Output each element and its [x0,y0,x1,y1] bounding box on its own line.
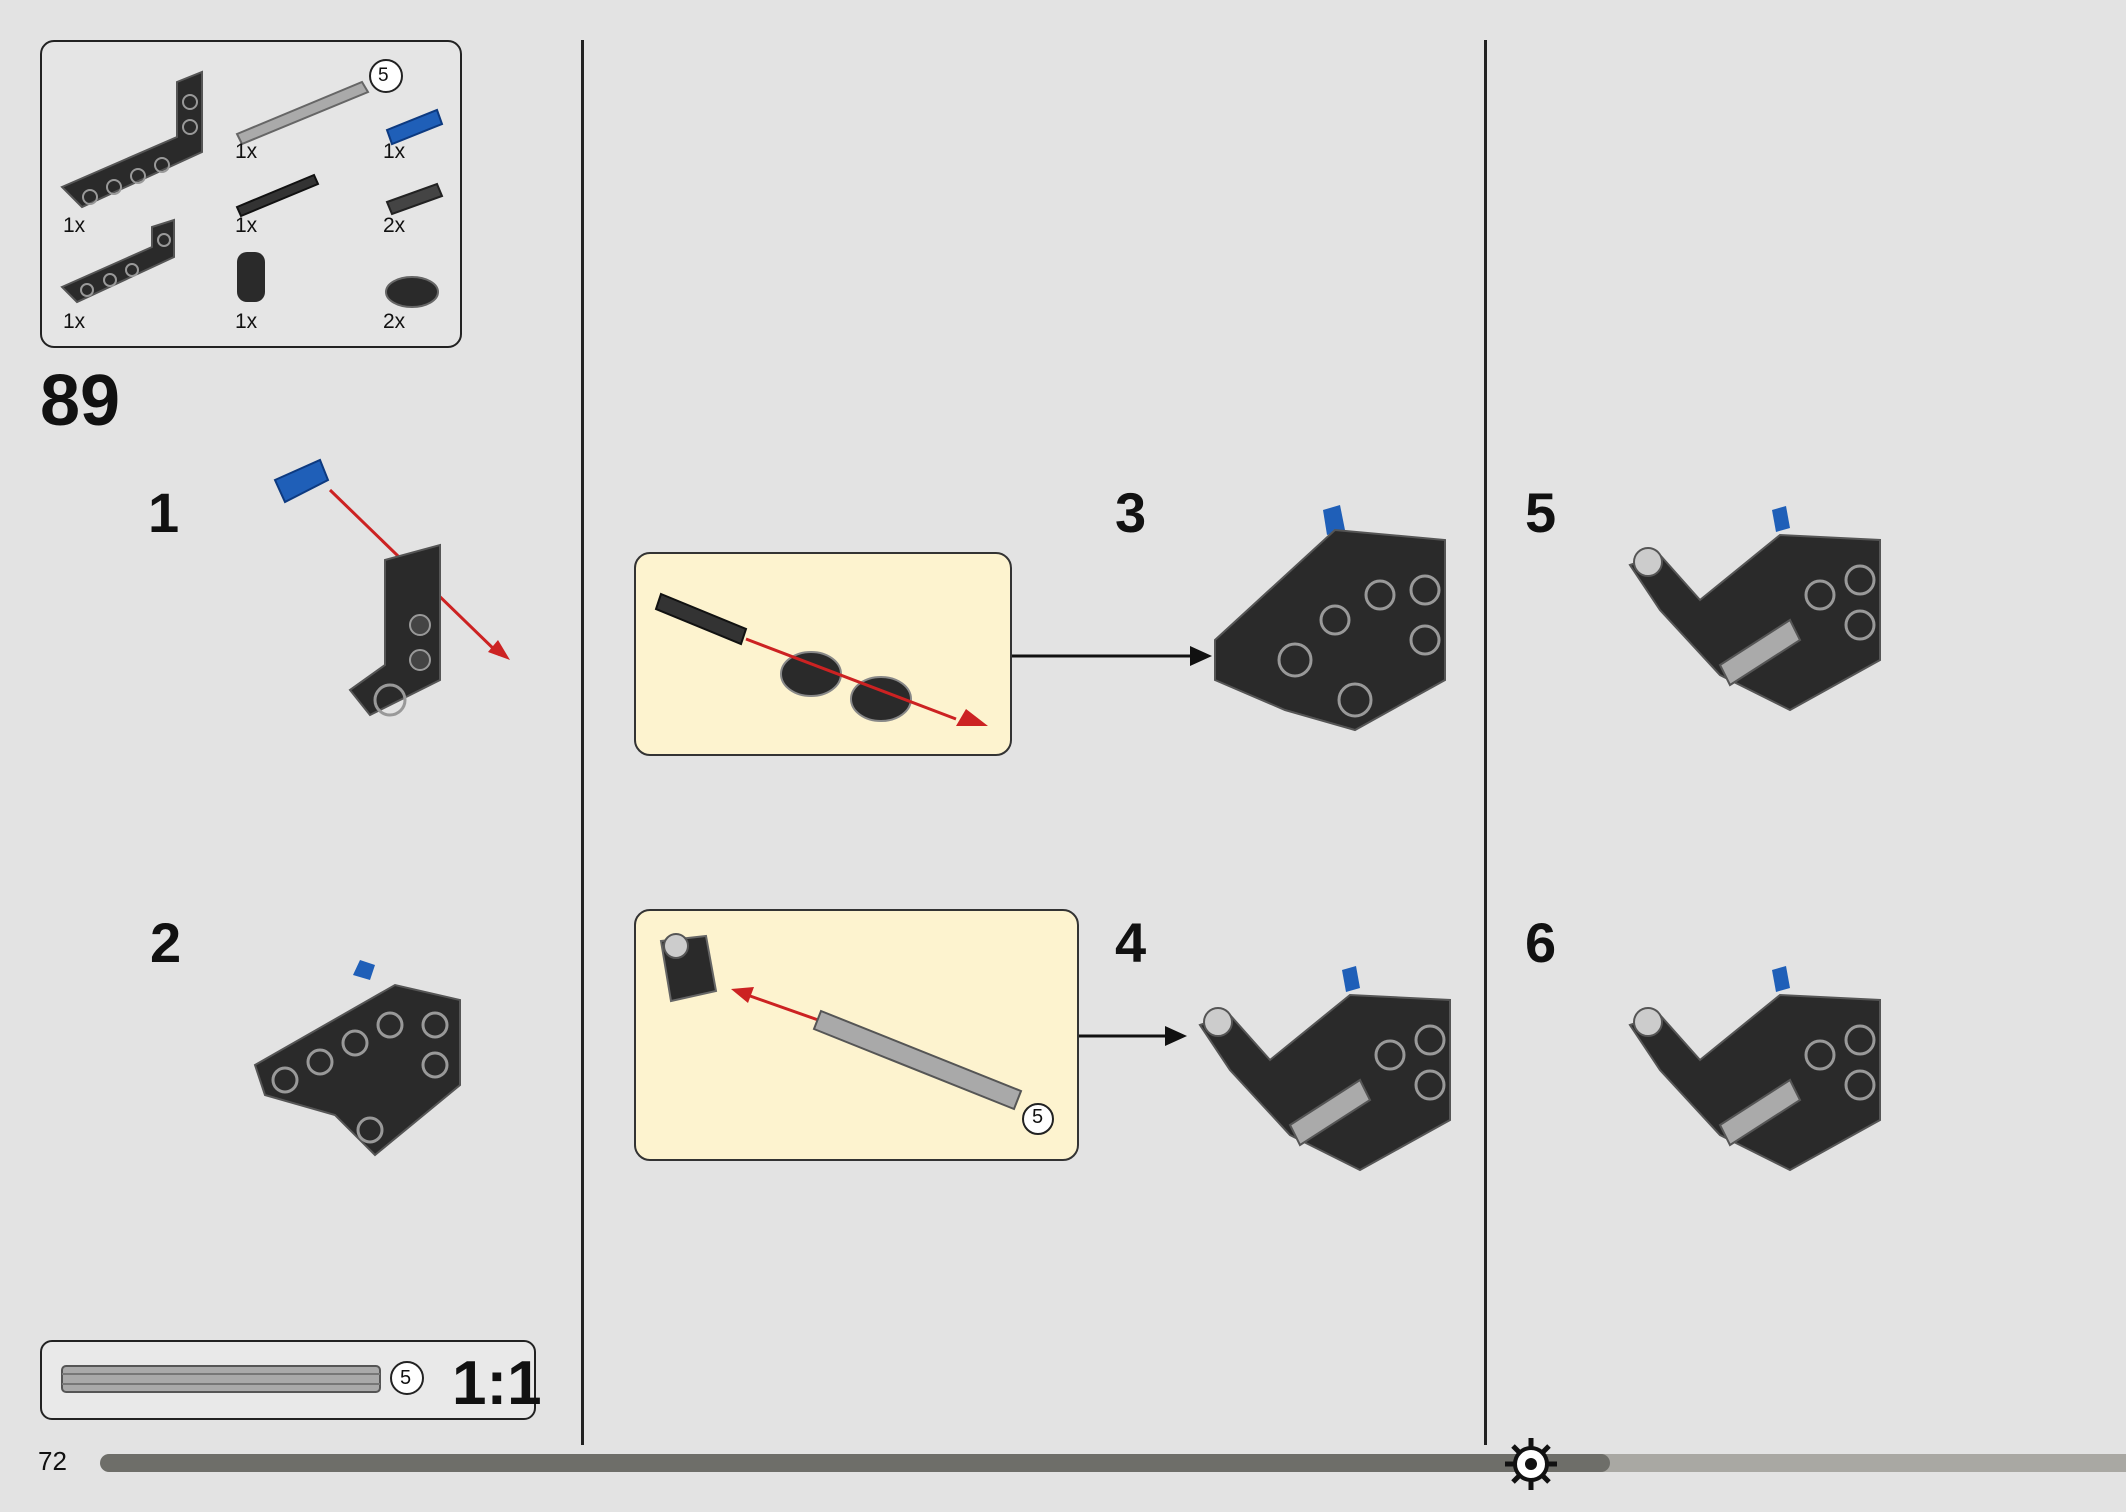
sub-assembly-callout [634,552,1012,756]
part-quantity: 2x [383,310,406,333]
part-quantity: 1x [383,140,406,163]
progress-bar [100,1454,2126,1472]
callout-arrow [1012,646,1212,666]
part-quantity: 1x [235,310,258,333]
step-6-illustration [1628,966,1881,1172]
substep-number: 4 [1115,911,1147,974]
main-step-number: 89 [40,361,121,441]
column-divider [581,40,584,1445]
callout-arrow [1079,1026,1187,1046]
axle-scale-image [61,1365,381,1393]
part-quantity: 1x [235,140,258,163]
gear-icon [1505,1438,1557,1490]
part-quantity: 1x [63,310,86,333]
progress-fill [100,1454,1610,1472]
axle-length-badge: 5 [400,1367,412,1389]
step-2-illustration [253,960,461,1157]
step-4-illustration [1198,966,1451,1172]
part-quantity: 1x [63,214,86,237]
page-number: 72 [38,1446,67,1476]
substep-number: 5 [1525,481,1557,544]
scale-reference-box: 5 1:1 [40,1340,542,1420]
axle-length-badge: 5 [378,65,389,86]
substep-number: 1 [148,481,180,544]
l-beam-part-image [60,59,444,308]
parts-list-box: 1x 1x 1x 1x 1x 2x 1x 2x 5 [40,40,462,348]
part-quantity: 1x [235,214,258,237]
step-5-illustration [1628,506,1881,712]
substep-number: 6 [1525,911,1557,974]
callout-4-illustration [659,933,1054,1135]
substep-number: 2 [150,911,182,974]
part-quantity: 2x [383,214,406,237]
scale-ratio: 1:1 [452,1349,542,1418]
callout-3-illustration [654,592,988,726]
column-divider [1484,40,1487,1445]
sub-assembly-callout: 5 [634,909,1079,1161]
step-3-illustration [1214,505,1446,732]
step-1-illustration [273,458,510,717]
axle-length-badge-circle [390,1361,424,1395]
axle-length-badge: 5 [1032,1106,1044,1128]
substep-number: 3 [1115,481,1147,544]
